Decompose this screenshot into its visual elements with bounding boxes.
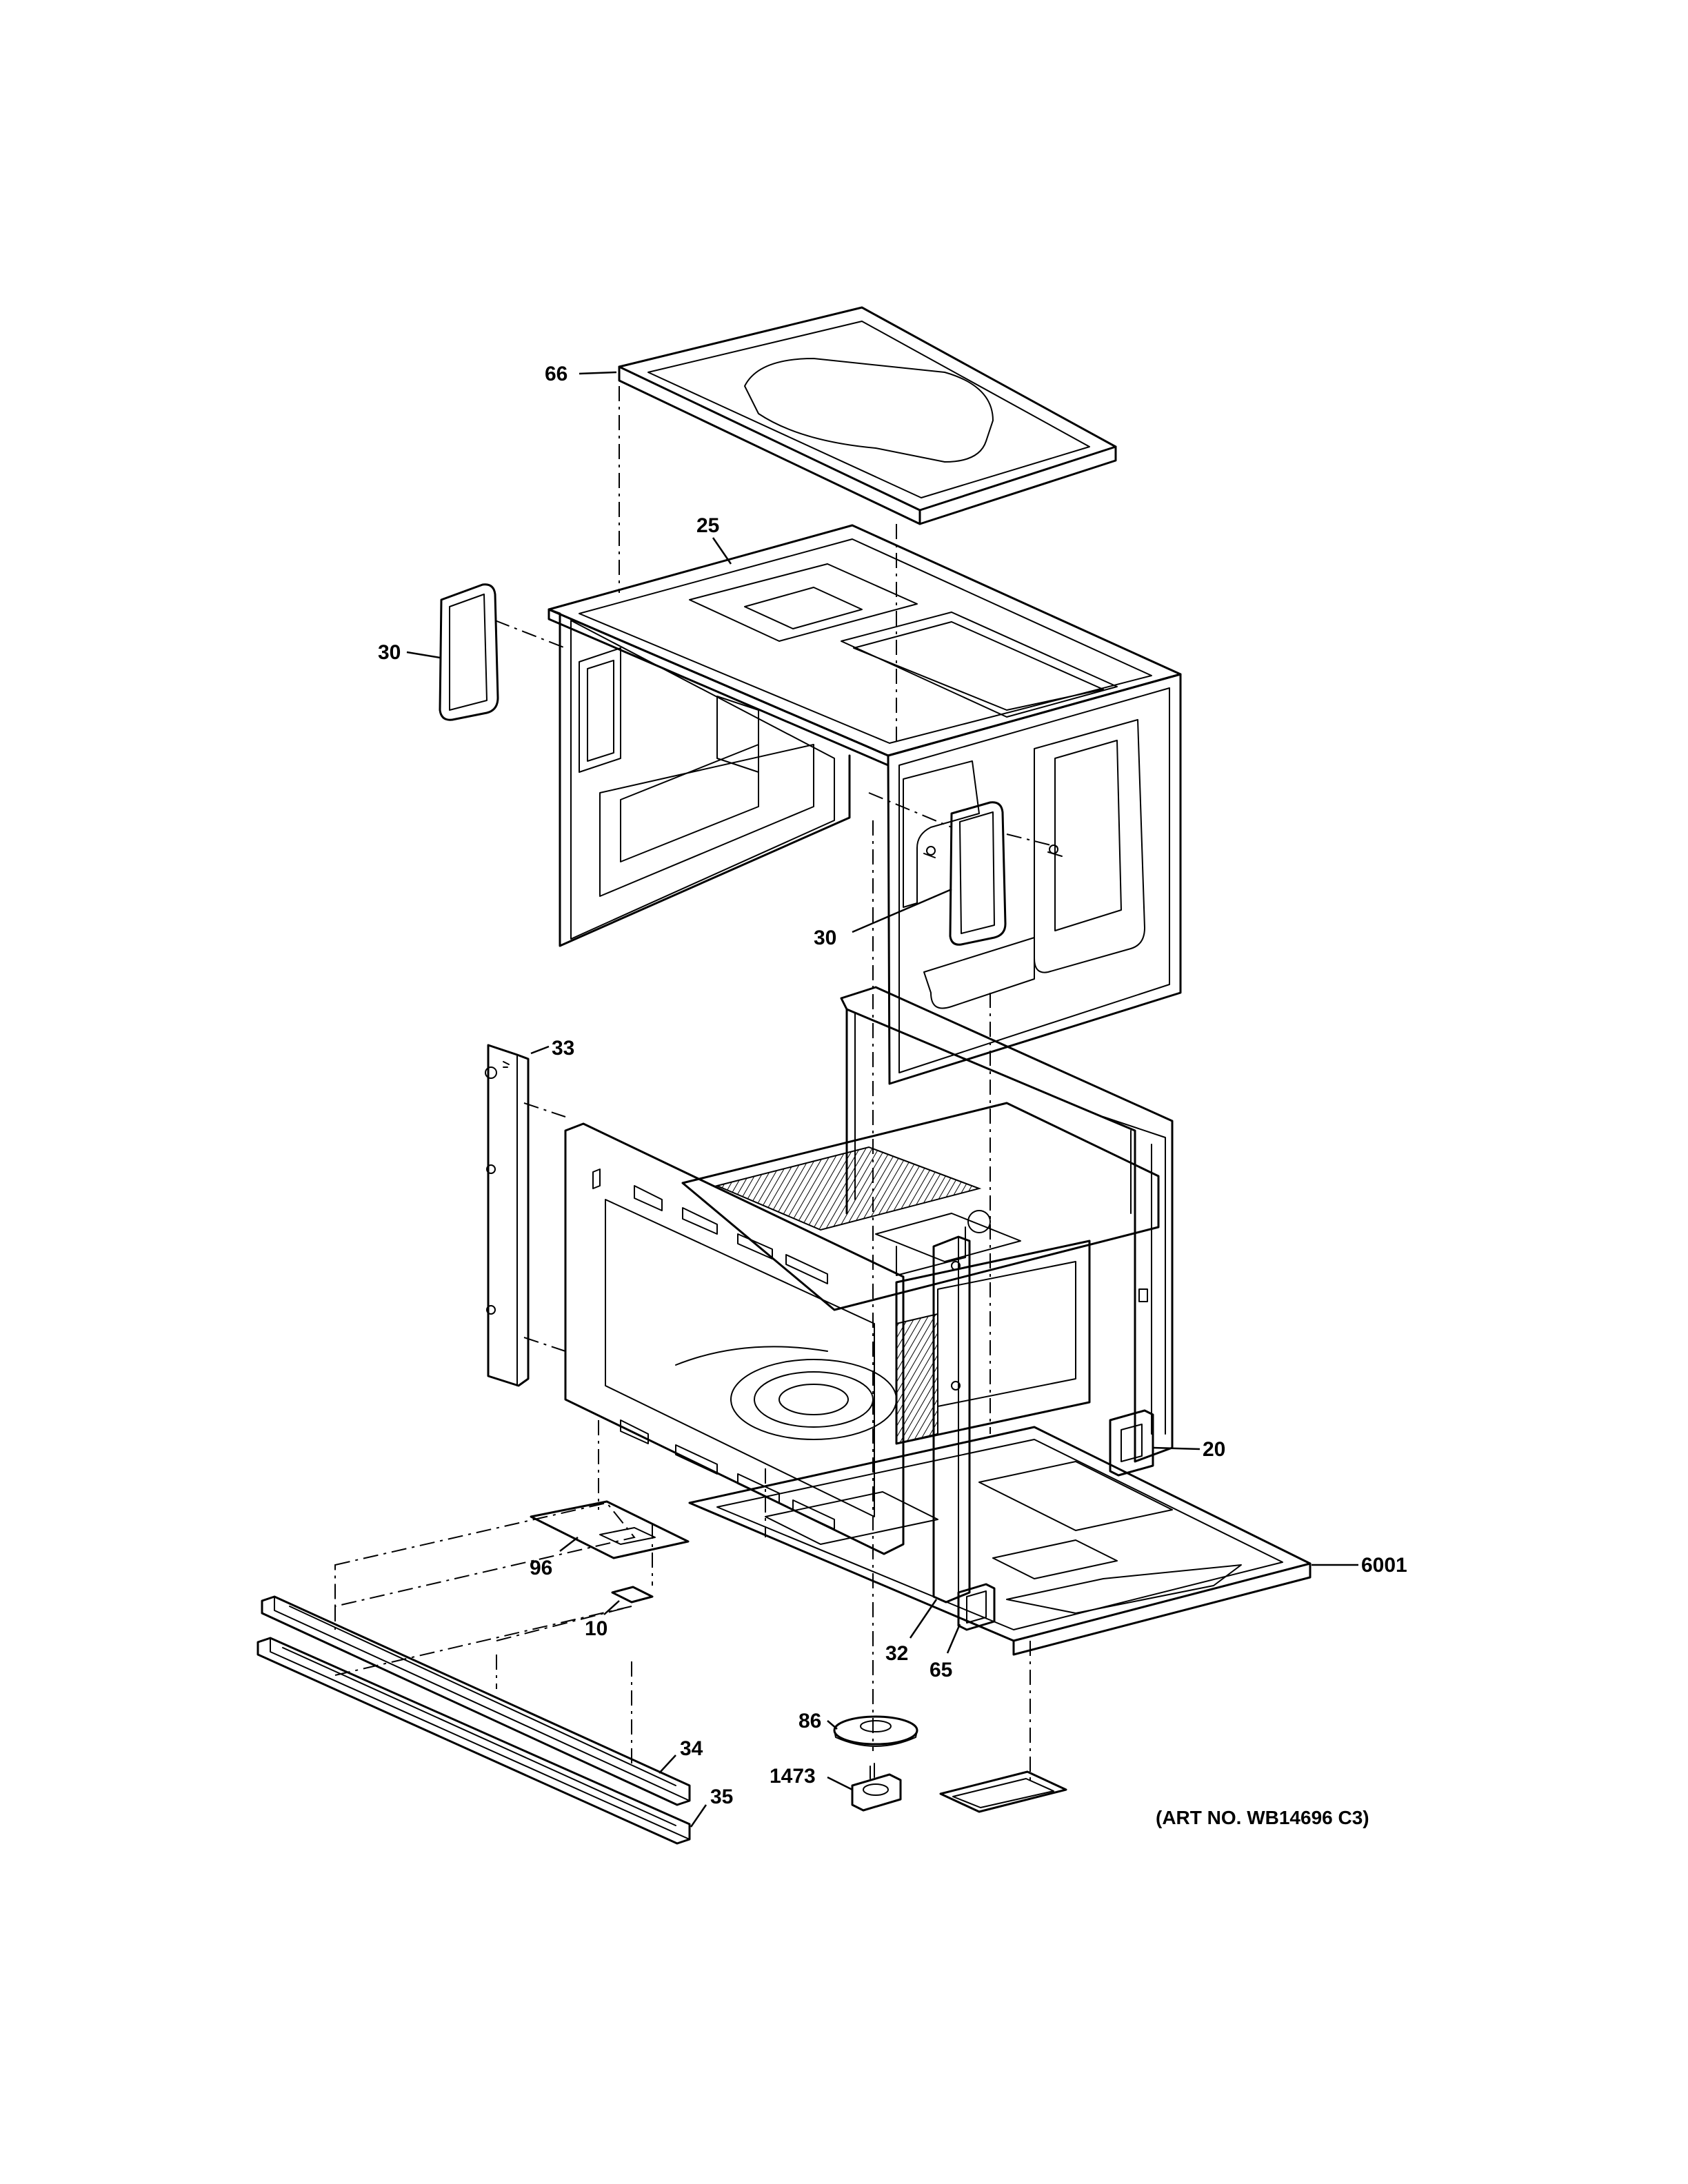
callout-25: 25 [696, 514, 719, 537]
motor-1473 [851, 1763, 902, 1812]
bracket-20 [1109, 1409, 1154, 1477]
bottom-cover [939, 1770, 1067, 1813]
callout-1473: 1473 [770, 1765, 816, 1788]
top-cover-panel [618, 306, 1117, 525]
trim-rail-35 [257, 1637, 691, 1845]
oven-cavity [681, 1102, 1160, 1445]
base-pan [688, 1426, 1312, 1656]
clip-10 [611, 1586, 654, 1604]
callout-35: 35 [710, 1786, 733, 1808]
coupler-86 [833, 1715, 918, 1747]
callout-labels: 66 25 30 30 33 20 6001 96 10 32 65 86 14… [378, 363, 1407, 1828]
side-bracket-right [932, 1235, 971, 1604]
callout-86: 86 [798, 1710, 821, 1732]
callout-33: 33 [552, 1037, 574, 1060]
art-number: (ART NO. WB14696 C3) [1156, 1807, 1369, 1828]
upper-outer-case [547, 524, 1182, 1085]
callout-6001: 6001 [1361, 1554, 1407, 1577]
callout-30-right: 30 [814, 927, 836, 949]
cover-plate-96 [530, 1500, 690, 1559]
callout-65: 65 [930, 1659, 952, 1681]
lower-rear-case [840, 986, 1174, 1463]
callout-20: 20 [1203, 1438, 1225, 1461]
bracket-65 [957, 1583, 996, 1631]
callout-34: 34 [680, 1737, 703, 1760]
side-bracket-left [485, 1044, 530, 1387]
gasket-right [949, 801, 1007, 946]
callout-66: 66 [545, 363, 567, 385]
callout-10: 10 [585, 1617, 607, 1640]
front-frame [564, 1122, 905, 1555]
alignment-lines [334, 386, 1063, 1786]
callout-32: 32 [885, 1642, 908, 1665]
trim-rail-34 [261, 1595, 691, 1806]
callout-30-left: 30 [378, 641, 401, 664]
gasket-left [439, 583, 499, 721]
leader-lines [406, 371, 1358, 1828]
callout-96: 96 [530, 1557, 552, 1579]
